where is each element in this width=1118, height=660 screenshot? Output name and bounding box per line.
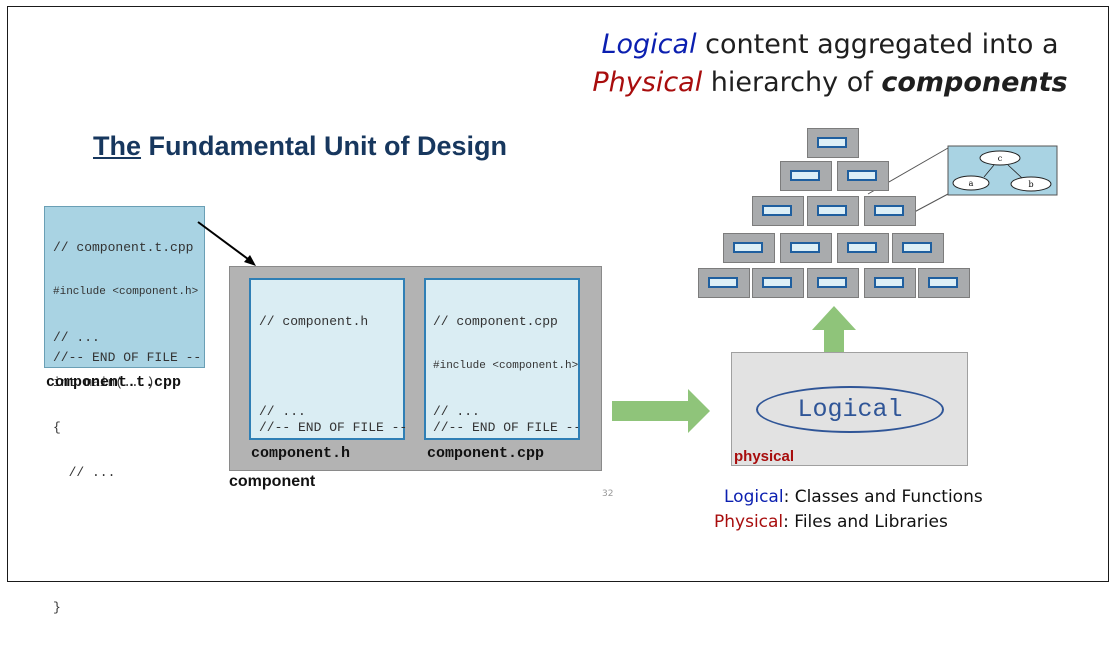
pyramid-component xyxy=(780,161,832,191)
header-file: // component.h // ... //-- END OF FILE -… xyxy=(249,278,407,440)
dependency-inset: c a b xyxy=(947,145,1058,196)
slide-headline: Logical content aggregated into a Physic… xyxy=(592,29,1068,98)
pyramid-component xyxy=(698,268,750,298)
pyramid-component xyxy=(837,233,889,263)
physical-box: Logical physical xyxy=(731,352,968,466)
pyramid-component xyxy=(752,196,804,226)
pyramid-component xyxy=(807,268,859,298)
legend-logical: Logical: Classes and Functions xyxy=(724,487,983,507)
physical-box-label: physical xyxy=(734,448,795,465)
pyramid-component xyxy=(807,128,859,158)
implementation-file-label: component.cpp xyxy=(427,445,545,462)
green-arrow-right xyxy=(612,389,710,433)
inset-node-c: c xyxy=(998,154,1003,163)
include-arrowhead xyxy=(244,255,256,266)
component-label: component xyxy=(229,473,316,490)
green-arrow-up xyxy=(812,306,856,359)
slide-subtitle: The Fundamental Unit of Design xyxy=(93,131,508,161)
pyramid-component xyxy=(864,196,916,226)
pyramid-component xyxy=(837,161,889,191)
test-driver-label: component.t.cpp xyxy=(46,374,182,391)
pyramid-component xyxy=(780,233,832,263)
pyramid-component xyxy=(723,233,775,263)
page-number: 32 xyxy=(602,489,614,499)
pyramid-component xyxy=(807,196,859,226)
diagram-connectors: c a b xyxy=(197,145,1058,433)
inset-node-a: a xyxy=(969,179,974,188)
pyramid-component xyxy=(918,268,970,298)
logical-ellipse-label: Logical xyxy=(797,395,903,424)
pyramid-component xyxy=(864,268,916,298)
pyramid-component xyxy=(892,233,944,263)
include-arrow xyxy=(197,221,253,263)
implementation-file: // component.cpp #include <component.h> … xyxy=(424,278,580,440)
legend-physical: Physical: Files and Libraries xyxy=(714,512,948,532)
header-file-label: component.h xyxy=(251,445,351,462)
pyramid-component xyxy=(752,268,804,298)
inset-node-b: b xyxy=(1028,180,1033,189)
logical-ellipse: Logical xyxy=(756,386,944,433)
